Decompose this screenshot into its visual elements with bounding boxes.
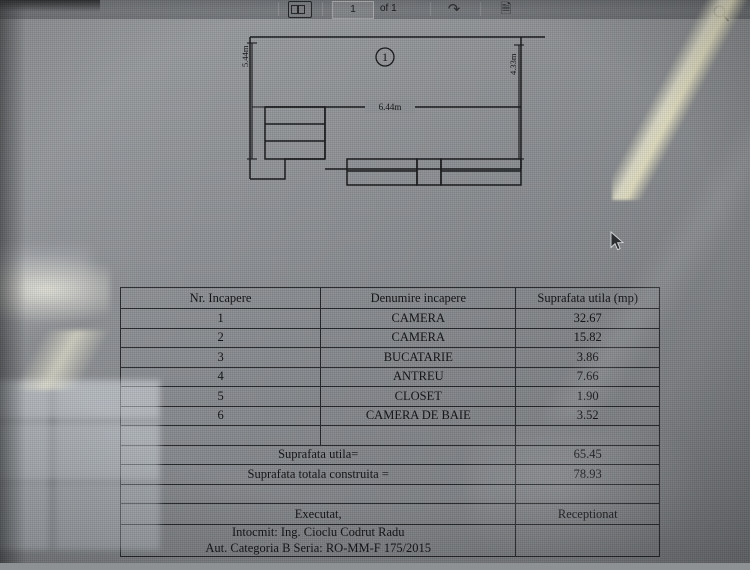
pdf-viewer-toolbar: 1 of 1 ↷ 🗎 <box>0 0 750 19</box>
total-value-built: 78.93 <box>515 464 660 485</box>
total-row-built: Suprafata totala construita = 78.93 <box>119 464 660 485</box>
cell-empty <box>515 483 660 504</box>
cell-area: 3.52 <box>515 405 660 426</box>
total-row-usable: Suprafata utila= 65.45 <box>119 444 660 465</box>
plan-dimension-left: 5.44m <box>240 45 250 67</box>
signature-line-2: Aut. Categoria B Seria: RO-MM-F 175/2015 <box>205 540 432 555</box>
cell-empty <box>515 425 660 446</box>
table-empty-row <box>119 425 660 446</box>
cell-nr: 4 <box>119 366 322 387</box>
cell-nr: 3 <box>119 347 322 368</box>
cell-nr: 5 <box>119 386 322 407</box>
pdf-page: 5.44m 4.33m 6.44m 1 Nr. Incapere Denumir <box>0 19 750 563</box>
signature-block-executat: Intocmit: Ing. Cioclu Codrut Radu Aut. C… <box>119 524 517 557</box>
page-number-input[interactable]: 1 <box>332 1 374 19</box>
cell-nr: 6 <box>119 405 322 426</box>
room-marker-label: 1 <box>382 50 388 64</box>
cell-area: 15.82 <box>515 327 660 348</box>
cell-name: CAMERA <box>320 308 517 329</box>
column-header-area: Suprafata utila (mp) <box>515 287 660 309</box>
table-row: 2 CAMERA 15.82 <box>119 327 660 348</box>
total-label-usable: Suprafata utila= <box>119 444 517 465</box>
table-header-row: Nr. Incapere Denumire incapere Suprafata… <box>119 287 660 309</box>
room-schedule-table: Nr. Incapere Denumire incapere Suprafata… <box>119 287 660 557</box>
document-properties-icon[interactable]: 🗎 <box>500 1 512 17</box>
floor-plan-drawing: 5.44m 4.33m 6.44m 1 <box>225 19 545 209</box>
table-row: 3 BUCATARIE 3.86 <box>119 347 660 368</box>
signature-body-row: Intocmit: Ing. Cioclu Codrut Radu Aut. C… <box>119 524 660 557</box>
total-label-built: Suprafata totala construita = <box>119 464 517 485</box>
plan-dimension-top: 6.44m <box>379 102 402 112</box>
signature-header-row: Executat, Receptionat <box>119 503 660 525</box>
cell-empty <box>320 425 517 446</box>
cell-nr: 1 <box>119 308 322 329</box>
search-icon[interactable] <box>712 4 730 22</box>
table-spacer-row <box>119 483 660 504</box>
cell-empty <box>119 483 517 504</box>
column-header-name: Denumire incapere <box>320 287 517 309</box>
table-row: 5 CLOSET 1.90 <box>119 386 660 407</box>
cell-area: 3.86 <box>515 347 660 368</box>
column-header-nr: Nr. Incapere <box>119 287 322 309</box>
cell-name: ANTREU <box>320 366 517 387</box>
cell-empty <box>119 425 322 446</box>
cell-area: 1.90 <box>515 386 660 407</box>
cell-nr: 2 <box>119 327 322 348</box>
thumbnail-panel-icon[interactable] <box>288 1 312 18</box>
table-row: 1 CAMERA 32.67 <box>119 308 660 329</box>
table-row: 4 ANTREU 7.66 <box>119 366 660 387</box>
mouse-cursor <box>610 231 626 253</box>
plan-dimension-right: 4.33m <box>508 53 518 75</box>
room-marker-circle <box>375 47 395 67</box>
cell-name: BUCATARIE <box>320 347 517 368</box>
signature-line-1: Intocmit: Ing. Cioclu Codrut Radu <box>231 525 405 539</box>
signature-block-receptionat <box>515 524 660 557</box>
page-count-label: of 1 <box>380 3 397 14</box>
cell-name: CLOSET <box>320 386 517 407</box>
cell-name: CAMERA DE BAIE <box>320 405 517 426</box>
table-row: 6 CAMERA DE BAIE 3.52 <box>119 405 660 426</box>
cell-area: 7.66 <box>515 366 660 387</box>
cell-area: 32.67 <box>515 308 660 329</box>
cell-name: CAMERA <box>320 327 517 348</box>
signature-header-executat: Executat, <box>119 503 517 525</box>
total-value-usable: 65.45 <box>515 444 660 465</box>
signature-header-receptionat: Receptionat <box>515 503 660 525</box>
rotate-icon[interactable]: ↷ <box>447 0 461 18</box>
